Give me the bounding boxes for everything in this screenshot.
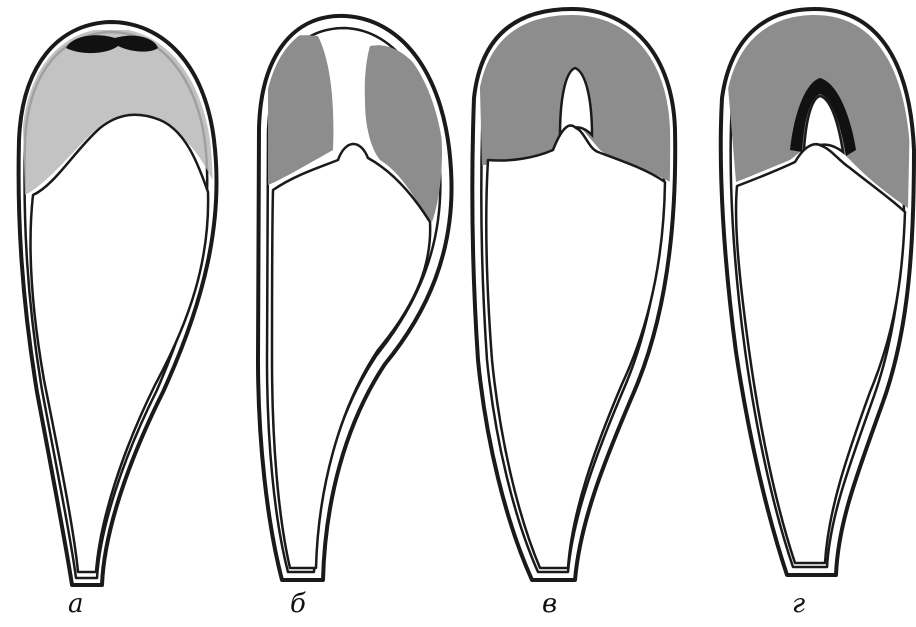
panel-a-label: а bbox=[68, 589, 84, 619]
panel-d-central-cavity bbox=[736, 144, 905, 563]
panel-a: а bbox=[19, 22, 217, 619]
panel-d-label: г bbox=[792, 589, 805, 619]
panel-b-label: б bbox=[290, 589, 306, 619]
panel-c-label: в bbox=[542, 589, 557, 619]
panel-d: г bbox=[721, 9, 914, 619]
panel-b-central-cavity bbox=[272, 144, 430, 568]
panel-b: б bbox=[258, 16, 452, 619]
panel-c: в bbox=[472, 9, 675, 619]
